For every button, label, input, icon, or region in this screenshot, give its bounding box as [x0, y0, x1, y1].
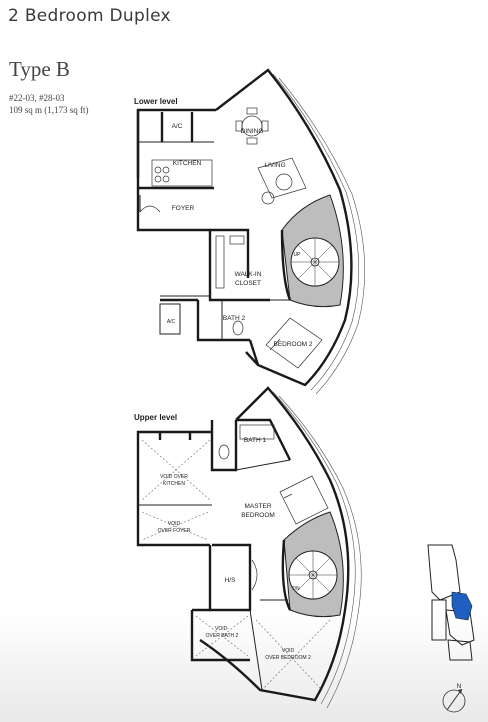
label-living: LIVING — [264, 162, 285, 169]
label-kitchen: KITCHEN — [173, 160, 202, 167]
key-plan-highlight — [451, 591, 473, 621]
label-void-bed2-2: OVER BEDROOM 2 — [265, 655, 311, 661]
label-walkin-1: WALK-IN — [235, 271, 262, 278]
label-master-2: BEDROOM — [241, 512, 275, 519]
compass-icon — [442, 689, 466, 713]
bedroom2-bed — [265, 317, 323, 369]
north-arrow: N — [442, 683, 466, 713]
label-void-foyer-2: OVER FOYER — [158, 528, 191, 534]
upper-level-plan — [136, 386, 362, 709]
upper-void-kitchen-wall — [136, 430, 212, 547]
label-ac-top: A/C — [172, 123, 183, 130]
lower-level-plan — [136, 68, 366, 395]
label-hs: H/S — [225, 577, 237, 584]
key-plan — [427, 544, 475, 661]
unit-numbers: #22-03, #28-03 — [9, 93, 65, 103]
label-ac-small: A/C — [167, 319, 176, 325]
bath2-wc — [232, 320, 244, 336]
label-foyer: FOYER — [172, 205, 195, 212]
label-void-foyer-1: VOID — [168, 521, 181, 527]
label-bedroom2: BEDROOM 2 — [273, 341, 312, 348]
lower-room-labels: A/C DINING KITCHEN LIVING FOYER UP WALK-… — [167, 123, 313, 348]
lower-facade-glass — [272, 73, 360, 391]
upper-facade-wall — [199, 386, 350, 702]
label-void-bath2-2: OVER BATH 2 — [206, 633, 239, 639]
unit-info: #22-03, #28-03 109 sq m (1,173 sq ft) — [9, 92, 89, 116]
closet-rack-top — [229, 235, 245, 245]
upper-room-labels: BATH 1 VOID OVER KITCHEN MASTER BEDROOM … — [158, 437, 311, 661]
label-dn: DN — [292, 586, 300, 592]
page-title: 2 Bedroom Duplex — [8, 6, 171, 26]
label-dining: DINING — [241, 128, 264, 135]
kitchen-counter — [151, 159, 213, 187]
label-walkin-2: CLOSET — [235, 280, 261, 287]
label-void-bath2-1: VOID- — [215, 626, 229, 632]
label-master-1: MASTER — [244, 503, 271, 510]
lower-level-label: Lower level — [134, 97, 178, 106]
label-bath1: BATH 1 — [244, 437, 267, 444]
bath1-tub — [239, 424, 275, 440]
master-bed — [279, 475, 329, 525]
label-bath2: BATH 2 — [223, 315, 246, 322]
closet-rack-left — [215, 235, 225, 289]
unit-area: 109 sq m (1,173 sq ft) — [9, 105, 89, 115]
lower-facade-wall — [215, 68, 353, 387]
label-up: UP — [294, 252, 302, 258]
living-sofa — [257, 157, 307, 199]
label-void-kitchen-1: VOID OVER — [160, 474, 188, 480]
label-void-kitchen-2: KITCHEN — [163, 481, 185, 487]
north-label: N — [457, 683, 462, 690]
type-name: Type B — [9, 57, 70, 81]
upper-level-label: Upper level — [134, 413, 177, 422]
label-void-bed2-1: VOID — [282, 648, 295, 654]
bath1-wc — [218, 444, 230, 460]
